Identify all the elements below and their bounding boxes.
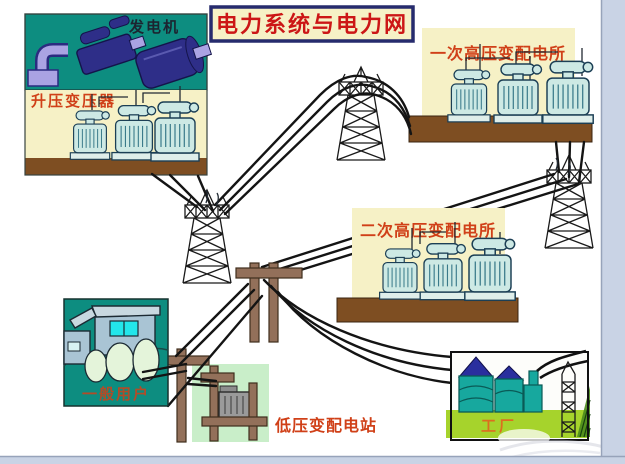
house-illustration [63,305,169,383]
erased-smudge [498,429,550,447]
primary-substation-panel: 一次高压变配电所 [408,28,594,143]
generator-label: 发电机 [128,18,180,36]
low-voltage-station-label: 低压变配电站 [274,416,377,435]
secondary-substation-panel: 二次高压变配电所 [336,208,519,323]
step-up-transformers [69,86,200,162]
generator-illustration [27,15,213,89]
residential-panel: 一般用户 [63,298,169,407]
title-box: 电力系统与电力网 [209,5,415,43]
general-users-label: 一般用户 [82,385,150,403]
power-line-plant-to-primary [150,74,413,216]
watermark-swirl [499,439,620,459]
power-line-to-users [166,282,264,408]
transmission-tower-1 [182,189,232,284]
primary-substation-label: 一次高压变配电所 [430,44,566,63]
service-drop-wires [141,362,188,381]
low-voltage-station-box [192,364,269,442]
factory-panel: 工厂 [446,349,591,447]
power-line-to-factory [262,278,454,385]
power-plant-panel: 发电机 升压变压器 [24,13,213,176]
factory-illustration [446,349,591,438]
step-up-transformer-label: 升压变压器 [31,92,116,110]
h-frame-pole [235,262,303,343]
factory-label: 工厂 [481,417,517,435]
pole-transformer [200,365,268,442]
page-title: 电力系统与电力网 [216,12,408,38]
secondary-substation-label: 二次高压变配电所 [360,221,496,240]
